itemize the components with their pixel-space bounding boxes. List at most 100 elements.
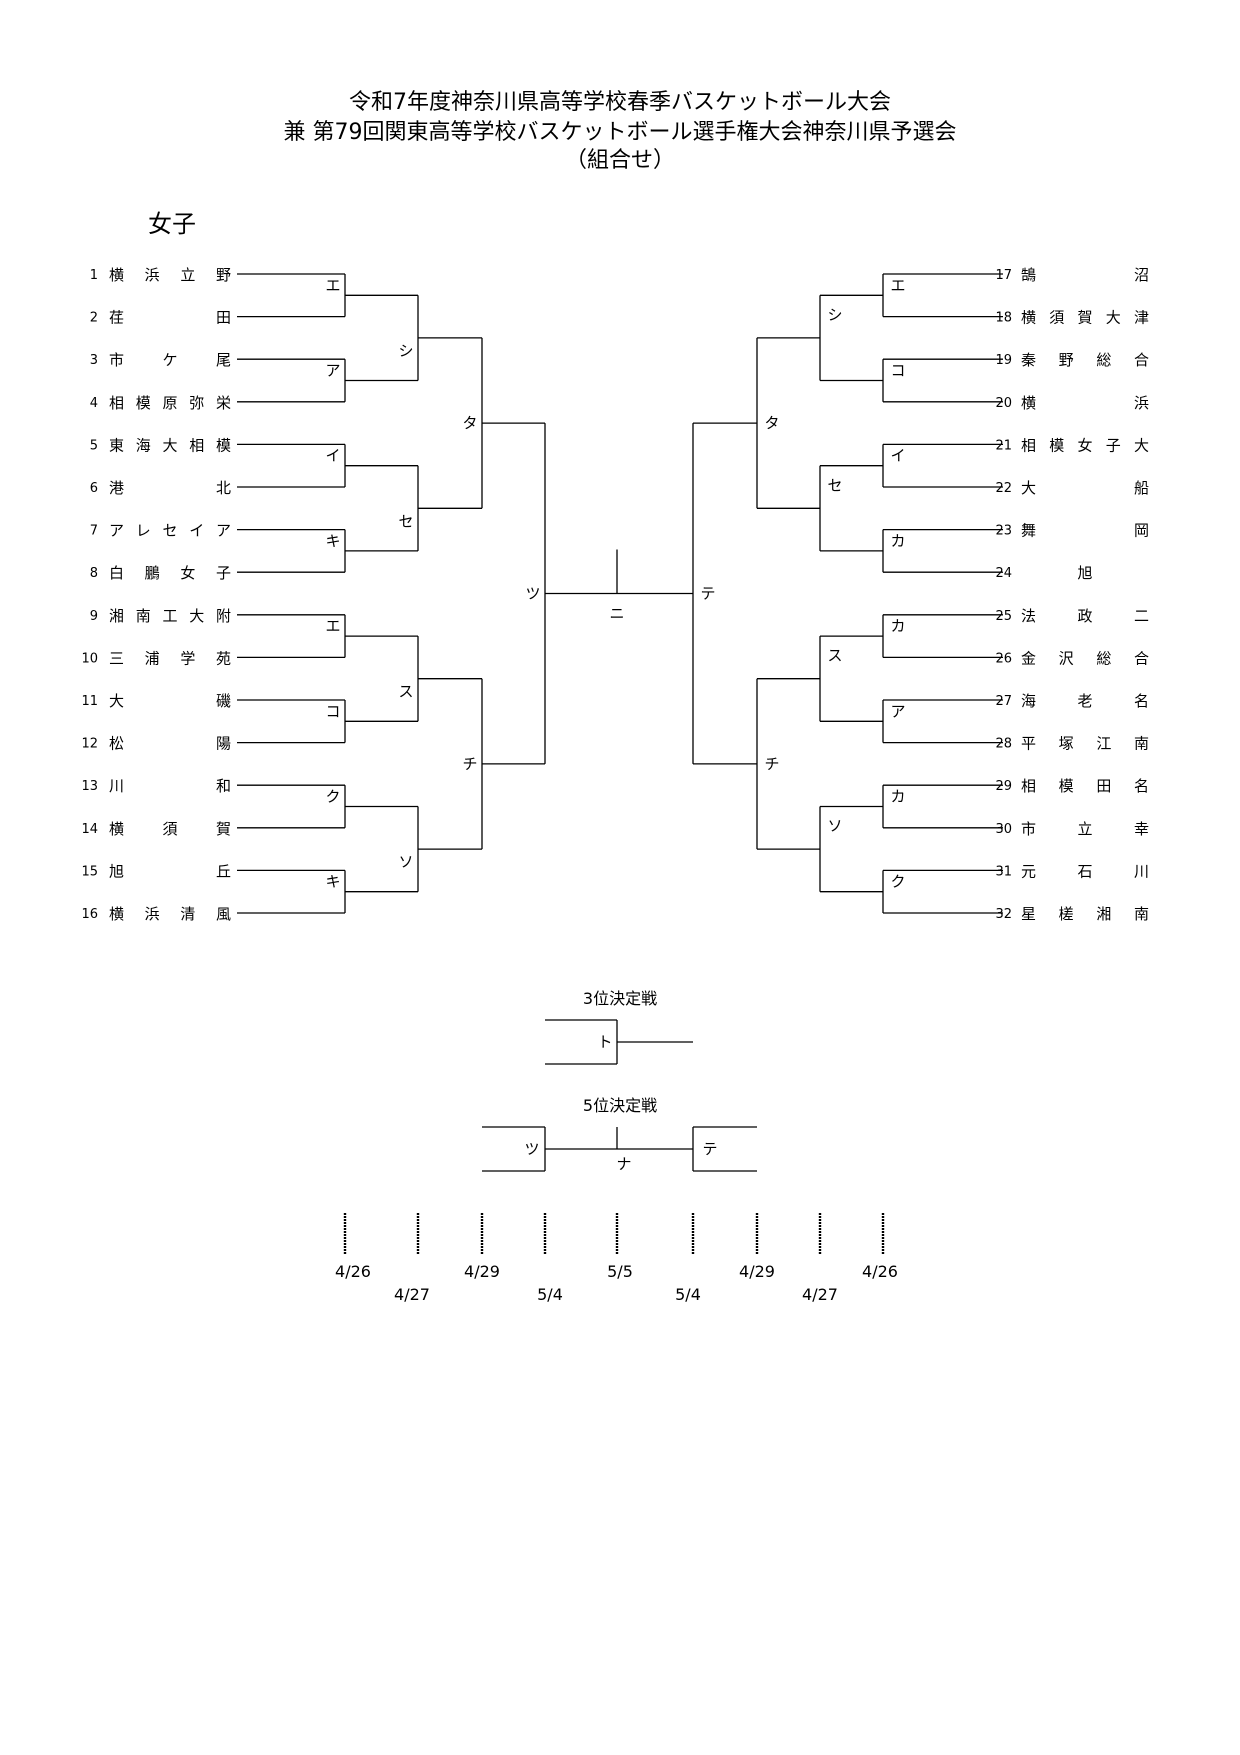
team-name-char: 尾	[216, 351, 231, 369]
team-name-char: 横	[109, 266, 124, 284]
team-name-char: レ	[136, 522, 151, 540]
date-label: 4/27	[802, 1285, 838, 1304]
team-number: 31	[995, 864, 1012, 879]
team-name-char: 磯	[216, 692, 231, 710]
match-label: セ	[827, 476, 842, 494]
section-heading-women: 女子	[148, 210, 196, 238]
team-number: 20	[995, 396, 1012, 411]
team-number: 27	[995, 694, 1012, 709]
team-name-char: 港	[109, 479, 124, 497]
match-label: ソ	[827, 817, 842, 835]
team-name-char: 大	[109, 692, 124, 710]
team-name-char: 鵬	[145, 564, 160, 582]
team-number: 15	[81, 864, 98, 879]
team-name-char: 子	[216, 564, 231, 582]
bracket-lines	[237, 273, 1003, 1255]
team-name-char: 学	[180, 649, 195, 667]
team-name-char: 横	[1021, 394, 1036, 412]
date-label: 5/5	[607, 1262, 633, 1281]
team-number: 25	[995, 609, 1012, 624]
team-number: 10	[81, 651, 98, 666]
date-label: 4/27	[394, 1285, 430, 1304]
team-name-char: 幸	[1134, 820, 1149, 838]
team-number: 12	[81, 737, 98, 752]
team-name-char: 模	[1049, 436, 1064, 454]
date-label: 5/4	[675, 1285, 701, 1304]
team-name-char: 大	[1106, 309, 1121, 327]
match-label: カ	[890, 788, 905, 806]
team-name-char: イ	[189, 522, 204, 540]
team-name-char: 横	[109, 905, 124, 923]
team-name-char: 弥	[189, 394, 204, 412]
match-label: タ	[764, 414, 779, 432]
match-label: ア	[890, 702, 905, 720]
team-name-char: 大	[189, 607, 204, 625]
match-label: テ	[700, 585, 715, 603]
team-name-char: 野	[1059, 351, 1074, 369]
team-number: 17	[995, 268, 1012, 283]
team-name-char: 附	[216, 607, 231, 625]
date-label: 5/4	[537, 1285, 563, 1304]
team-name-char: 大	[1134, 436, 1149, 454]
match-label: ス	[398, 683, 413, 701]
team-number: 23	[995, 524, 1012, 539]
team-name-char: 野	[216, 266, 231, 284]
team-number: 26	[995, 651, 1012, 666]
team-name-char: 船	[1134, 479, 1149, 497]
team-name-char: 模	[1059, 777, 1074, 795]
team-number: 22	[995, 481, 1012, 496]
team-name-char: 二	[1134, 607, 1149, 625]
team-name-char: 丘	[216, 862, 231, 880]
team-name-char: 川	[109, 777, 124, 795]
team-name-char: 合	[1134, 649, 1149, 667]
team-name-char: 立	[1077, 820, 1092, 838]
team-number: 11	[81, 694, 98, 709]
date-label: 4/26	[335, 1262, 371, 1281]
title-line-3: （組合せ）	[564, 148, 675, 173]
match-label: コ	[890, 362, 905, 380]
team-number: 8	[90, 566, 98, 581]
team-name-char: 浜	[145, 266, 160, 284]
third-place-label: ト	[597, 1033, 612, 1051]
team-name-char: 総	[1096, 351, 1111, 369]
match-label: ク	[890, 873, 905, 891]
team-name-char: 岡	[1134, 522, 1149, 540]
third-place-title: 3位決定戦	[583, 989, 657, 1008]
team-name-char: 賀	[1077, 309, 1092, 327]
team-name-char: 北	[216, 479, 231, 497]
team-name-char: 白	[109, 564, 124, 582]
team-name-char: 東	[109, 436, 124, 454]
team-name-char: 鵠	[1021, 266, 1036, 284]
team-name-char: 老	[1077, 692, 1092, 710]
team-name-char: 南	[1134, 905, 1149, 923]
team-number: 4	[90, 396, 98, 411]
team-name-char: 横	[1021, 309, 1036, 327]
team-name-char: 田	[1096, 777, 1111, 795]
team-name-char: 秦	[1021, 351, 1036, 369]
team-name-char: セ	[162, 522, 177, 540]
team-number: 5	[90, 438, 98, 453]
team-number: 3	[90, 353, 98, 368]
team-name-char: 相	[1021, 436, 1036, 454]
team-name-char: 横	[109, 820, 124, 838]
team-number: 2	[90, 311, 98, 326]
team-number: 16	[81, 907, 98, 922]
team-name-char: 相	[1021, 777, 1036, 795]
match-label: ソ	[398, 853, 413, 871]
team-name-char: 賀	[216, 820, 231, 838]
team-number: 29	[995, 779, 1012, 794]
final-label: ニ	[609, 605, 624, 623]
team-name-char: 工	[162, 607, 177, 625]
team-name-char: 川	[1134, 862, 1149, 880]
team-name-char: 市	[1021, 820, 1036, 838]
date-label: 4/26	[862, 1262, 898, 1281]
match-label: エ	[325, 276, 340, 294]
team-number: 28	[995, 737, 1012, 752]
team-number: 18	[995, 311, 1012, 326]
team-number: 21	[995, 438, 1012, 453]
team-name-char: 合	[1134, 351, 1149, 369]
team-name-char: 金	[1021, 649, 1036, 667]
team-name-char: 苑	[216, 649, 231, 667]
team-name-char: 津	[1134, 309, 1149, 327]
date-label: 4/29	[739, 1262, 775, 1281]
